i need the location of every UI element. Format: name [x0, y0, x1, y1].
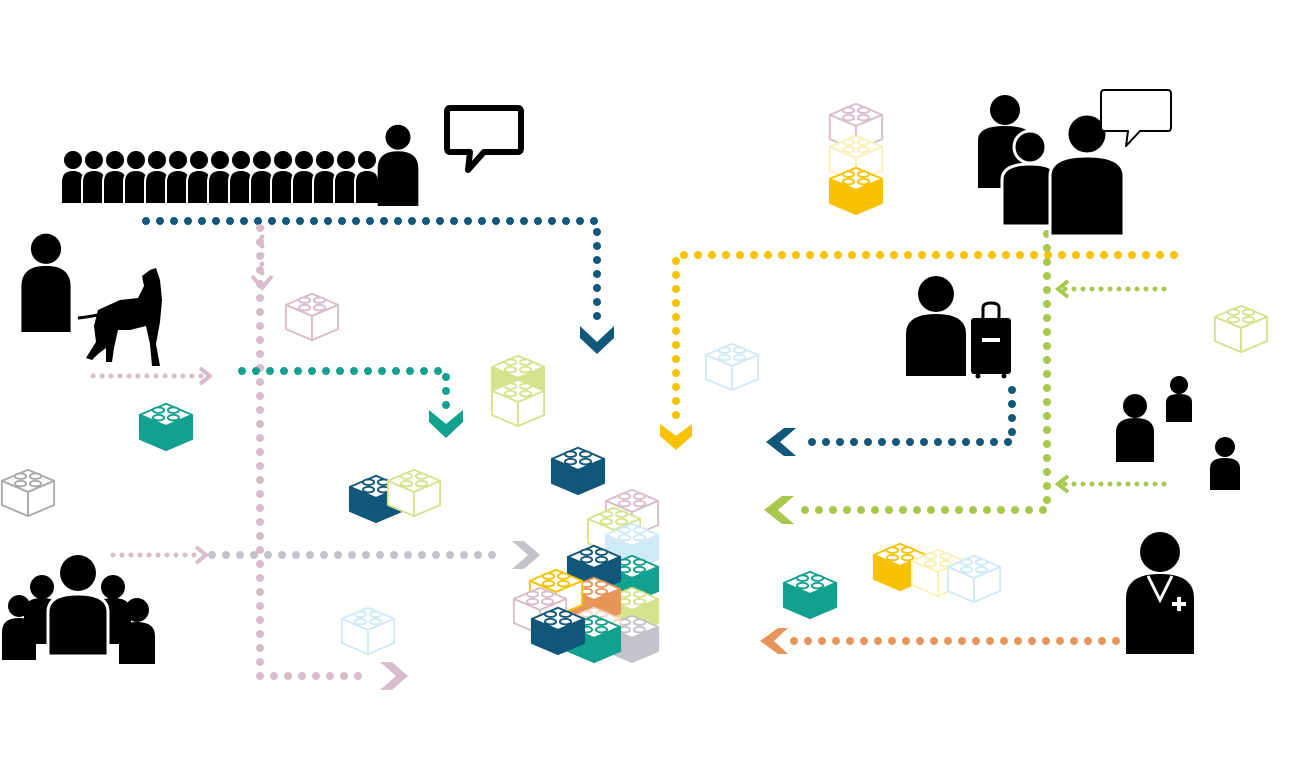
crowd-leader-icon: [377, 124, 419, 206]
crowd-person-head: [169, 151, 187, 169]
lego-brick-green-pair-icon: [386, 468, 442, 518]
crowd-person-head: [337, 151, 355, 169]
lego-brick-teal-icon: [138, 402, 194, 452]
chevron-navy-traveller: [766, 428, 796, 456]
crowd-icon: [60, 151, 380, 205]
path-navy-top: [142, 217, 601, 334]
chevron-yellow: [660, 424, 692, 450]
chevron-green-children-top: [1054, 279, 1070, 299]
crowd-person-head: [64, 151, 82, 169]
lego-stack-top-icon: [828, 102, 884, 152]
path-yellow: [672, 251, 1178, 424]
guide-dog-icon: [77, 268, 162, 366]
chevron-pink-small: [250, 274, 274, 292]
crowd-person-head: [127, 151, 145, 169]
flow-paths: [90, 217, 1178, 690]
crowd-person-head: [211, 151, 229, 169]
group-icon: [2, 555, 155, 664]
chevron-gray-small: [194, 545, 210, 565]
chevron-pink-bottom: [380, 662, 408, 690]
lego-brick-skyblue-low-icon: [340, 606, 396, 656]
chevron-green: [764, 496, 794, 524]
crowd-person-head: [148, 151, 166, 169]
chevron-pink-dog: [198, 366, 214, 386]
lego-brick-teal-right-icon: [782, 570, 838, 620]
crowd-person-head: [85, 151, 103, 169]
lego-stack-bottom-icon: [828, 166, 884, 216]
crowd-person-body: [354, 168, 380, 205]
crowd-person-head: [358, 151, 376, 169]
lego-brick-pink-icon: [284, 292, 340, 342]
speech-bubble-icon: [444, 105, 524, 173]
crowd-person-head: [253, 151, 271, 169]
lego-brick-navy-icon: [550, 446, 606, 496]
path-navy-traveller: [796, 386, 1016, 446]
crowd-person-head: [190, 151, 208, 169]
lego-row-sky-icon: [946, 554, 1002, 604]
chevron-orange: [760, 628, 788, 654]
lego-brick-green-low-icon: [490, 378, 546, 428]
crowd-person-head: [106, 151, 124, 169]
speech-bubble-right-icon: [1100, 89, 1172, 147]
crowd-person-head: [274, 151, 292, 169]
chevron-green-children-bottom: [1054, 474, 1070, 494]
chevron-gray: [512, 541, 540, 569]
crowd-person-head: [232, 151, 250, 169]
crowd-person-head: [316, 151, 334, 169]
lego-tower-left-3-icon: [530, 606, 586, 656]
lego-brick-lime-icon: [1213, 304, 1269, 354]
lego-brick-skyblue-icon: [704, 342, 760, 392]
lego-bricks: [0, 102, 1269, 664]
medic-icon: [1126, 532, 1194, 654]
path-green: [792, 230, 1051, 514]
person-icon: [21, 233, 71, 332]
lego-brick-gray-icon: [0, 468, 56, 518]
path-teal: [238, 367, 450, 418]
path-pink-vertical: [256, 224, 374, 680]
crowd-person-head: [295, 151, 313, 169]
talking-people-icon: [978, 95, 1126, 238]
chevron-teal: [429, 410, 463, 438]
children-family-icon: [1116, 376, 1240, 490]
traveller-suitcase-icon: [906, 276, 1011, 379]
chevron-navy-top: [580, 326, 614, 354]
